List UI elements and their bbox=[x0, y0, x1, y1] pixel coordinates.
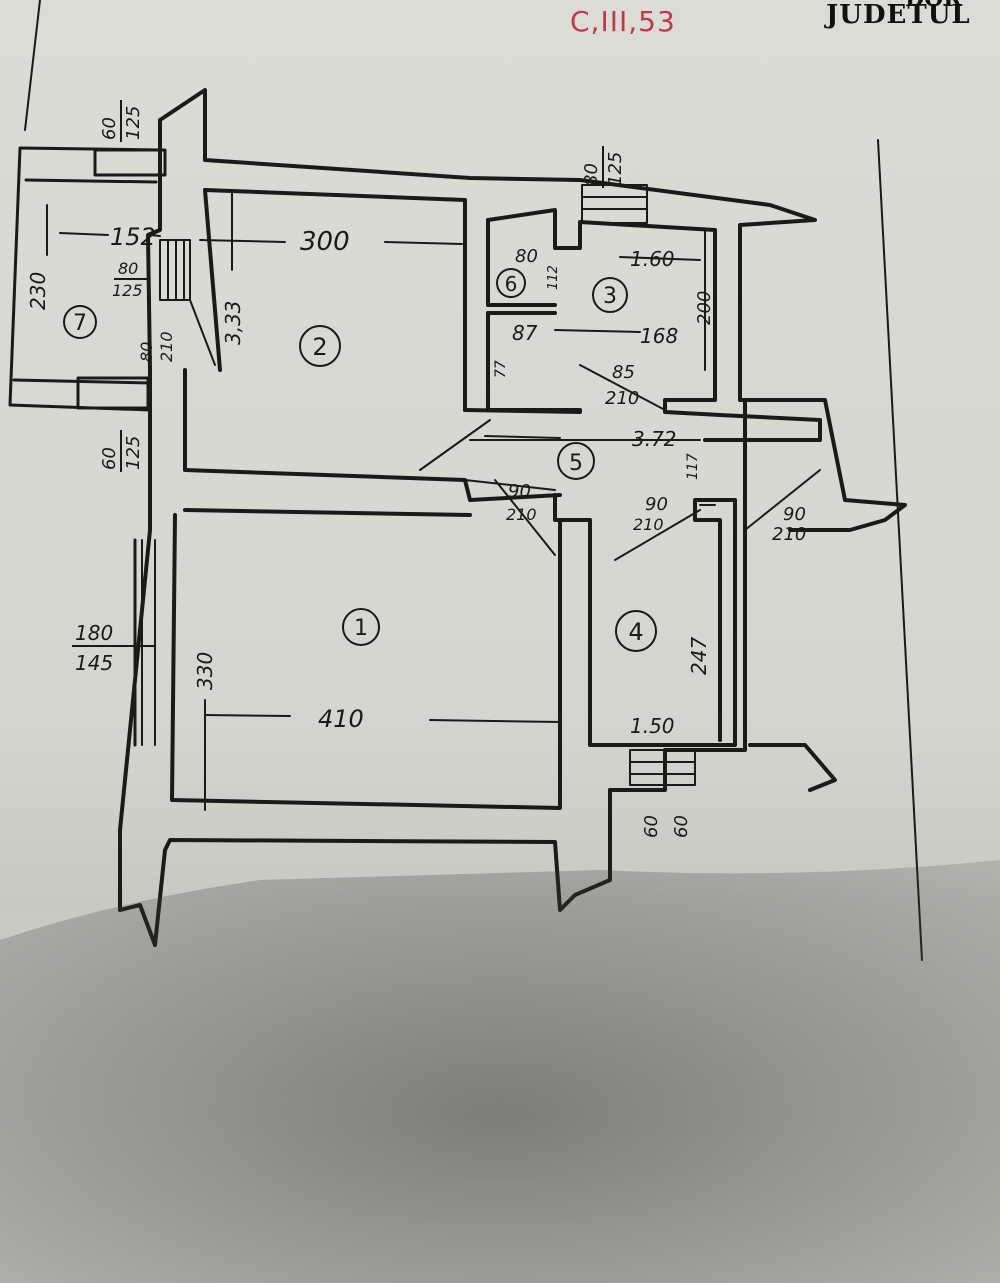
svg-text:5: 5 bbox=[569, 451, 583, 476]
svg-text:3: 3 bbox=[603, 284, 617, 309]
opening-labels: 60 125 60 125 80 125 80 125 80 210 85 21… bbox=[72, 100, 806, 838]
dim-room2-width: 300 bbox=[300, 227, 350, 257]
room-label-1: 1 bbox=[342, 608, 380, 646]
svg-text:6: 6 bbox=[505, 272, 518, 296]
dim-room1-width: 410 bbox=[318, 705, 364, 733]
header-fragment: DOR bbox=[905, 0, 962, 12]
svg-text:90: 90 bbox=[783, 504, 806, 525]
dim-room3-depth: 168 bbox=[640, 324, 678, 348]
dim-room6-width: 80 bbox=[515, 246, 538, 267]
svg-text:145: 145 bbox=[75, 651, 113, 675]
svg-text:80: 80 bbox=[137, 342, 156, 362]
room-label-3: 3 bbox=[592, 277, 628, 313]
room-labels: 7 2 6 3 5 1 4 bbox=[63, 268, 657, 652]
dim-room7-width: 152 bbox=[110, 223, 156, 251]
walls bbox=[8, 0, 923, 961]
opening-window-left: 60 125 bbox=[99, 430, 144, 472]
svg-text:210: 210 bbox=[772, 524, 806, 545]
opening-window-top-right: 80 125 bbox=[581, 146, 626, 188]
svg-text:210: 210 bbox=[157, 331, 176, 362]
svg-text:4: 4 bbox=[628, 618, 643, 646]
svg-text:60: 60 bbox=[641, 815, 662, 838]
opening-window-room4: 60 60 bbox=[641, 815, 692, 838]
svg-text:125: 125 bbox=[123, 106, 144, 140]
svg-text:2: 2 bbox=[312, 333, 327, 361]
svg-text:180: 180 bbox=[75, 621, 113, 645]
svg-text:90: 90 bbox=[508, 481, 531, 502]
dim-room1-height: 330 bbox=[193, 652, 217, 690]
dim-room3-height: 200 bbox=[694, 291, 715, 325]
opening-window-room2: 80 125 bbox=[112, 259, 150, 300]
opening-door-room3: 85 210 bbox=[605, 362, 639, 409]
dim-room4-width: 1.50 bbox=[630, 714, 675, 738]
dim-hall-height: 117 bbox=[685, 453, 701, 480]
svg-text:80: 80 bbox=[118, 259, 138, 278]
opening-door-room1: 90 210 bbox=[506, 481, 537, 524]
svg-text:210: 210 bbox=[633, 515, 664, 534]
svg-text:210: 210 bbox=[506, 505, 537, 524]
svg-text:60: 60 bbox=[99, 117, 120, 140]
svg-text:80: 80 bbox=[581, 163, 602, 186]
room-label-6: 6 bbox=[496, 268, 526, 298]
dim-room2-height: 3,33 bbox=[221, 300, 245, 345]
svg-text:125: 125 bbox=[112, 281, 143, 300]
svg-text:7: 7 bbox=[73, 311, 87, 336]
dim-hall-width: 3.72 bbox=[632, 427, 677, 451]
room-label-5: 5 bbox=[557, 442, 595, 480]
dim-room6-height: 112 bbox=[546, 265, 561, 290]
dimension-labels: 152 230 300 3,33 1.60 200 168 80 112 87 … bbox=[26, 223, 715, 738]
dim-room4-height: 247 bbox=[687, 637, 711, 675]
opening-window-room1: 180 145 bbox=[72, 621, 155, 675]
svg-text:125: 125 bbox=[123, 436, 144, 470]
room-label-4: 4 bbox=[615, 610, 657, 652]
opening-door-room4: 90 210 bbox=[633, 494, 668, 534]
svg-text:85: 85 bbox=[612, 362, 635, 383]
svg-text:210: 210 bbox=[605, 388, 639, 409]
opening-window-top-left: 60 125 bbox=[99, 100, 144, 142]
room-label-2: 2 bbox=[299, 325, 341, 367]
svg-text:60: 60 bbox=[671, 815, 692, 838]
svg-text:90: 90 bbox=[645, 494, 668, 515]
dim-room6-lower-width: 87 bbox=[512, 321, 538, 345]
dim-room3-width: 1.60 bbox=[630, 247, 675, 271]
svg-text:125: 125 bbox=[605, 152, 626, 186]
reference-code: C,III,53 bbox=[570, 5, 676, 38]
county-label: JUDETUL bbox=[826, 0, 971, 30]
dim-room6-lower-height: 77 bbox=[493, 360, 509, 378]
svg-text:1: 1 bbox=[354, 616, 368, 641]
room-label-7: 7 bbox=[63, 305, 97, 339]
svg-text:60: 60 bbox=[99, 447, 120, 470]
opening-door-room7: 80 210 bbox=[137, 331, 176, 362]
opening-door-entry: 90 210 bbox=[772, 504, 806, 545]
dim-room7-height: 230 bbox=[26, 272, 50, 310]
